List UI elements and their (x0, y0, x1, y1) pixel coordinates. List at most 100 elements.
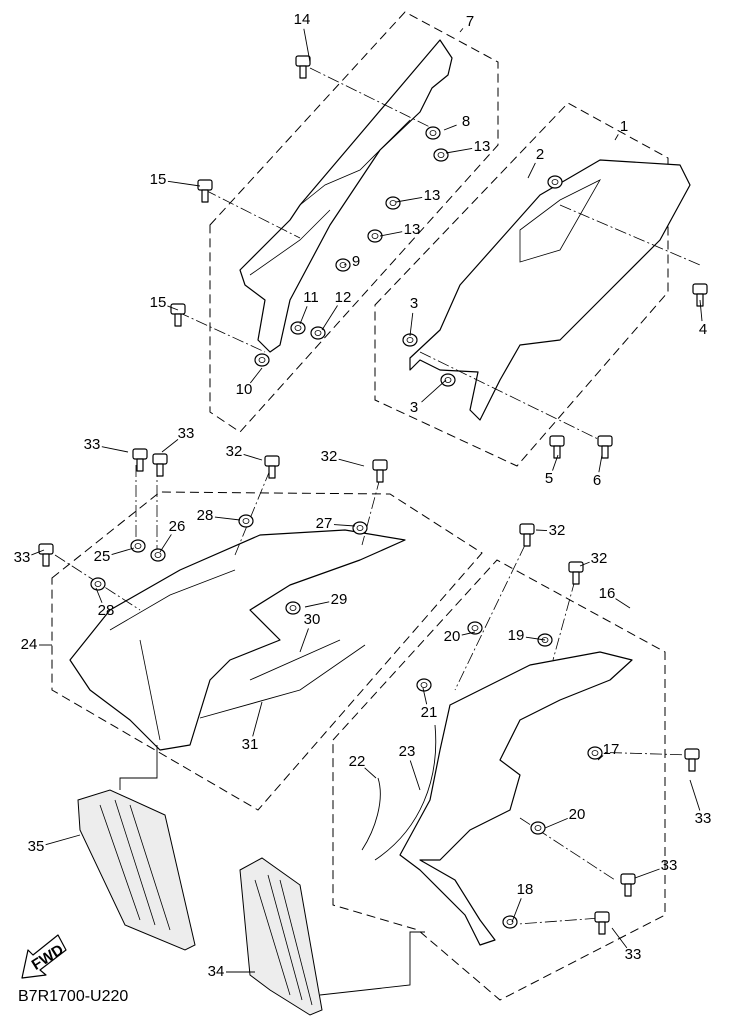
callout-label: 9 (352, 253, 360, 270)
bolt-icon (38, 543, 54, 567)
bolt-icon (132, 448, 148, 472)
leader-line (338, 458, 365, 467)
washer-icon (238, 514, 254, 528)
callout-label: 33 (84, 436, 101, 453)
part-30-strip (249, 639, 341, 681)
callout-label: 5 (545, 470, 553, 487)
bolt-icon (684, 748, 700, 772)
connector-line (119, 745, 425, 996)
leader-line (461, 631, 476, 636)
bolt-icon (549, 435, 565, 459)
leader-line (443, 124, 457, 131)
group-box-16 (332, 559, 666, 1001)
callout-label: 24 (21, 636, 38, 653)
callout-label: 32 (226, 443, 243, 460)
leader-line (31, 549, 45, 556)
leader-line (634, 868, 660, 879)
leader-line (527, 162, 536, 179)
callout-label: 29 (331, 591, 348, 608)
part-1-side-cover (409, 159, 691, 421)
group-box-1 (374, 102, 669, 467)
bolt-icon (519, 523, 535, 547)
bolt-icon (594, 911, 610, 935)
callout-label: 13 (474, 138, 491, 155)
leader-line (409, 760, 421, 791)
washer-icon (425, 126, 441, 140)
leader-line (379, 231, 403, 237)
washer-icon (547, 175, 563, 189)
callout-label: 15 (150, 171, 167, 188)
washer-icon (440, 373, 456, 387)
washer-icon (335, 258, 351, 272)
callout-label: 26 (169, 518, 186, 535)
callout-label: 17 (603, 741, 620, 758)
callout-label: 16 (599, 585, 616, 602)
callout-label: 22 (349, 753, 366, 770)
leader-line (214, 516, 241, 521)
leader-line (395, 197, 423, 203)
leader-line (159, 534, 172, 553)
callout-label: 1 (620, 118, 628, 135)
bolt-icon (620, 873, 636, 897)
callout-label: 4 (699, 321, 707, 338)
leader-line (299, 628, 309, 653)
leader-line (45, 834, 81, 846)
callout-label: 2 (536, 146, 544, 163)
bolt-icon (568, 561, 584, 585)
bolt-icon (197, 179, 213, 203)
leader-line (364, 767, 377, 779)
leader-line (321, 305, 338, 331)
washer-icon (150, 548, 166, 562)
washer-icon (416, 678, 432, 692)
bolt-icon (295, 55, 311, 79)
washer-icon (530, 821, 546, 835)
part-16-radiator-shroud (399, 651, 633, 946)
part-22-strip (361, 777, 381, 851)
bolt-icon (152, 453, 168, 477)
callout-label: 35 (28, 838, 45, 855)
leader-line (511, 898, 522, 923)
callout-label: 33 (178, 425, 195, 442)
leader-line (167, 305, 179, 311)
callout-label: 11 (303, 289, 319, 306)
part-34-louver (239, 857, 323, 1016)
leader-line (161, 439, 179, 453)
callout-label: 25 (94, 548, 111, 565)
callout-label: 14 (294, 11, 311, 28)
callout-label: 20 (569, 806, 586, 823)
callout-label: 20 (444, 628, 461, 645)
callout-label: 13 (424, 187, 441, 204)
callout-label: 19 (508, 627, 525, 644)
leader-line (598, 454, 603, 473)
callout-label: 33 (695, 810, 712, 827)
leader-line (409, 312, 414, 337)
washer-icon (502, 915, 518, 929)
callout-label: 34 (208, 963, 225, 980)
washer-icon (285, 601, 301, 615)
washer-icon (352, 521, 368, 535)
washer-icon (254, 353, 270, 367)
washer-icon (130, 539, 146, 553)
leader-line (303, 28, 311, 63)
leader-line (544, 817, 568, 829)
washer-icon (467, 621, 483, 635)
callout-label: 31 (242, 736, 259, 753)
callout-label: 23 (399, 743, 416, 760)
diagram-code: B7R1700-U220 (18, 988, 128, 1005)
group-box-7 (209, 11, 499, 433)
callout-label: 3 (410, 399, 418, 416)
leader-line (304, 601, 330, 608)
callout-label: 33 (661, 857, 678, 874)
leader-line (459, 28, 464, 33)
callout-label: 6 (593, 472, 601, 489)
leader-line (535, 529, 548, 532)
fwd-arrow-icon: FWD (21, 934, 67, 979)
callout-label: 10 (236, 381, 253, 398)
bolt-icon (372, 459, 388, 483)
callout-label: 13 (404, 221, 421, 238)
leader-line (111, 547, 135, 555)
axis-line (54, 67, 701, 926)
callout-label: 32 (321, 448, 338, 465)
leader-line (445, 148, 473, 154)
callout-label: 21 (421, 704, 438, 721)
